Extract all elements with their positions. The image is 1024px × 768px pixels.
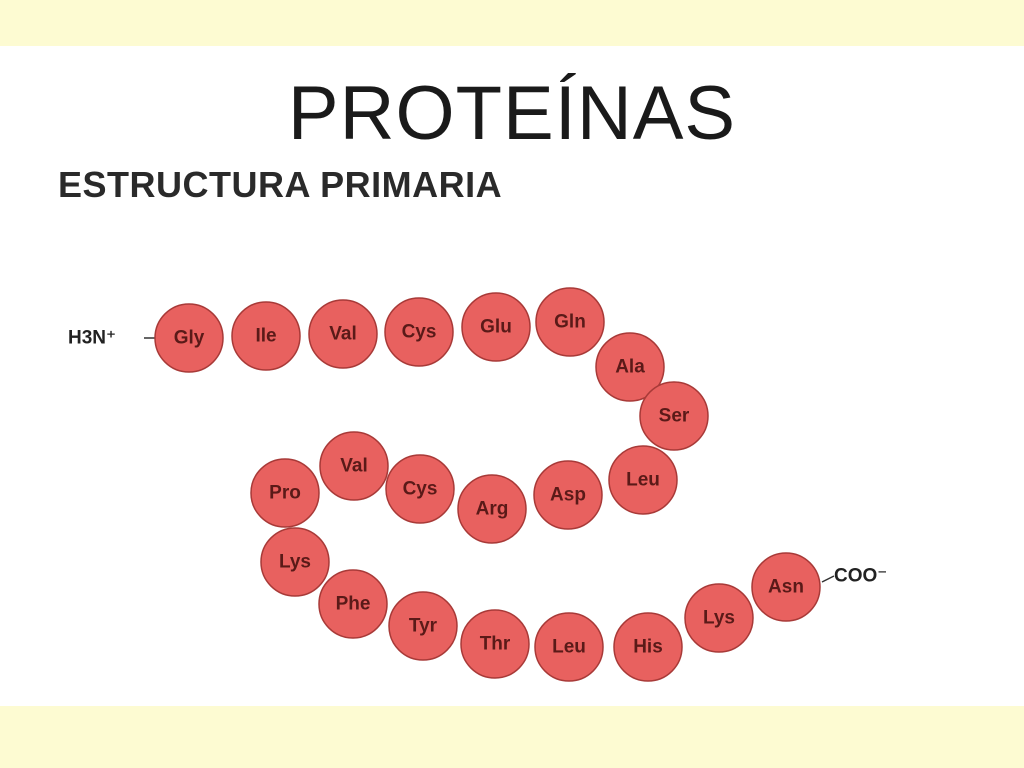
residue-label: Cys	[402, 322, 437, 343]
residue-circle	[319, 431, 389, 501]
page-title: PROTEÍNAS	[287, 71, 737, 156]
residue-label: Ile	[255, 326, 276, 347]
residue-label: Lys	[703, 608, 735, 629]
residue-circle	[154, 303, 224, 373]
residue-circle	[461, 292, 531, 362]
residue-label: Leu	[626, 470, 660, 491]
residue-19: Leu	[534, 612, 604, 682]
residue-10: Asp	[533, 460, 603, 530]
residue-circle	[684, 583, 754, 653]
c-terminus-label: COO⁻	[834, 566, 887, 587]
n-terminus-label: H3N⁺	[68, 328, 116, 349]
residue-circle	[318, 569, 388, 639]
residue-label: Thr	[480, 634, 511, 655]
residue-7: Ala	[595, 332, 665, 402]
residue-circle	[534, 612, 604, 682]
residue-14: Pro	[250, 458, 320, 528]
residue-circle	[308, 299, 378, 369]
residue-label: Glu	[480, 317, 512, 338]
residue-2: Ile	[231, 301, 301, 371]
residue-label: Gln	[554, 312, 586, 333]
residue-circle	[613, 612, 683, 682]
residue-label: Lys	[279, 552, 311, 573]
residue-label: Phe	[336, 594, 371, 615]
residue-label: Asp	[550, 485, 586, 506]
residue-circle	[384, 297, 454, 367]
residue-22: Asn	[751, 552, 821, 622]
residue-label: Ser	[659, 406, 690, 427]
residue-1: Gly	[154, 303, 224, 373]
residue-11: Arg	[457, 474, 527, 544]
page-subtitle: ESTRUCTURA PRIMARIA	[58, 164, 503, 205]
residue-16: Phe	[318, 569, 388, 639]
residue-21: Lys	[684, 583, 754, 653]
residue-circle	[535, 287, 605, 357]
residue-label: Arg	[476, 499, 509, 520]
residue-label: Tyr	[409, 616, 438, 637]
residue-label: Cys	[403, 479, 438, 500]
residue-15: Lys	[260, 527, 330, 597]
residue-6: Gln	[535, 287, 605, 357]
residue-circle	[260, 527, 330, 597]
residue-12: Cys	[385, 454, 455, 524]
residue-label: Val	[340, 456, 367, 477]
residue-17: Tyr	[388, 591, 458, 661]
residue-5: Glu	[461, 292, 531, 362]
residue-circle	[250, 458, 320, 528]
residue-20: His	[613, 612, 683, 682]
residue-circle	[608, 445, 678, 515]
residue-label: Gly	[174, 328, 205, 349]
residue-label: Asn	[768, 577, 804, 598]
residue-circle	[595, 332, 665, 402]
residue-18: Thr	[460, 609, 530, 679]
residue-13: Val	[319, 431, 389, 501]
residue-label: Pro	[269, 483, 301, 504]
residue-circle	[639, 381, 709, 451]
residue-circle	[231, 301, 301, 371]
residue-circle	[460, 609, 530, 679]
residue-label: Val	[329, 324, 356, 345]
c-terminus-bond	[821, 575, 835, 583]
residue-label: Leu	[552, 637, 586, 658]
residue-circle	[533, 460, 603, 530]
residue-8: Ser	[639, 381, 709, 451]
residue-3: Val	[308, 299, 378, 369]
residue-9: Leu	[608, 445, 678, 515]
residue-circle	[388, 591, 458, 661]
residue-circle	[385, 454, 455, 524]
residue-circle	[457, 474, 527, 544]
residue-label: Ala	[615, 357, 645, 378]
residue-4: Cys	[384, 297, 454, 367]
residue-circle	[751, 552, 821, 622]
residue-label: His	[633, 637, 663, 658]
slide: PROTEÍNAS ESTRUCTURA PRIMARIA H3N⁺ COO⁻ …	[0, 46, 1024, 706]
